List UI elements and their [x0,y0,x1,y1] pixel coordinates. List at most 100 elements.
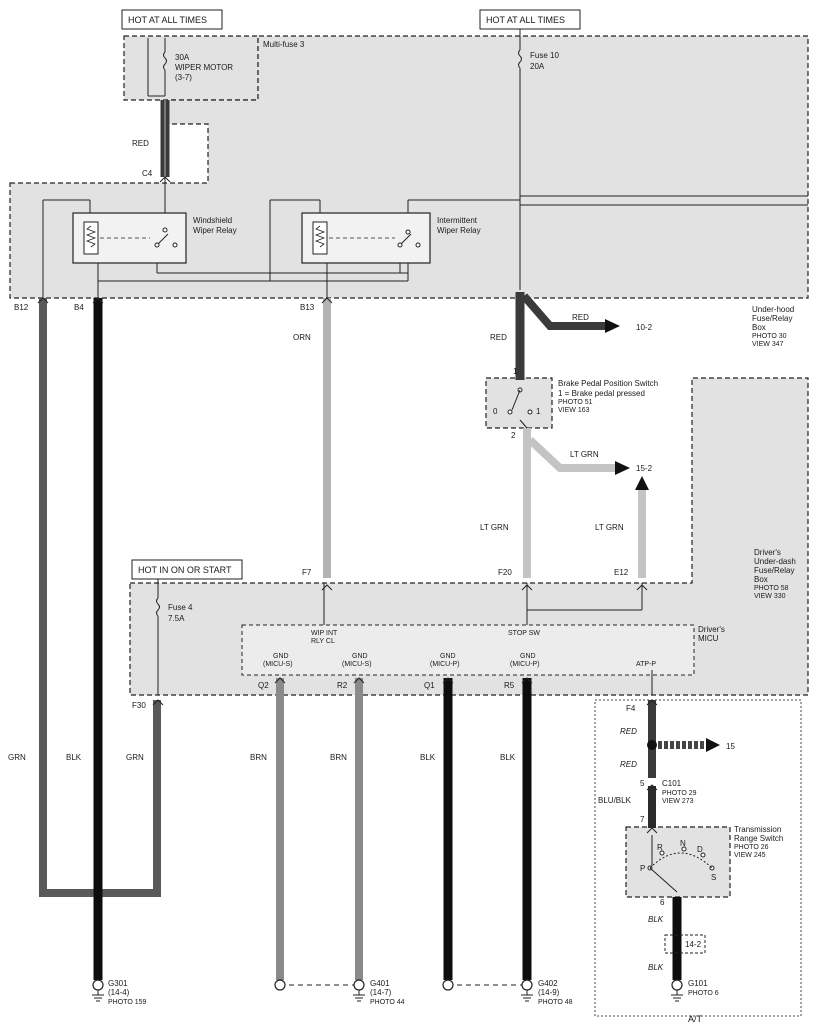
wire-label-blk-b4: BLK [66,753,82,762]
ground-g401: G401 [370,979,390,988]
ref-14-2: 14-2 [685,940,702,949]
micu-wip-2: RLY CL [311,638,335,645]
conn-b13: B13 [300,303,315,312]
intermittent-relay-label-2: Wiper Relay [437,226,481,235]
wire-label-ltgrn-f20: LT GRN [480,523,509,532]
trs-contacts [647,835,715,893]
conn-f4: F4 [626,704,636,713]
fuse4-icon [156,579,160,617]
micu-gnd-q2-sub: (MICU-S) [263,661,293,668]
wire-label-red-f4: RED [620,727,637,736]
wire-label-ltgrn-e12: LT GRN [595,523,624,532]
micu-gnd-r2-sub: (MICU-S) [342,661,372,668]
micu-gnd-q2: GND [273,653,289,660]
trs-pos-r: R [657,843,663,852]
connector-pins [37,176,658,834]
multifuse-fuse-icon [147,38,167,97]
conn-c101: C101 [662,779,682,788]
conn-e12: E12 [614,568,629,577]
wire-label-blk-r5: BLK [500,753,516,762]
multifuse-name: WIPER MOTOR [175,63,233,72]
ground-g402-photo: PHOTO 48 [538,999,573,1006]
brake-pin1: 1 [513,367,518,376]
ground-end-markers [92,979,683,991]
wire-label-ltgrn-branch: LT GRN [570,450,599,459]
wire-label-grn-left: GRN [8,753,26,762]
internal-circuit-lines [42,68,808,695]
ground-g402: G402 [538,979,558,988]
arrow-15-2 [615,461,630,475]
micu-gnd-r5-sub: (MICU-P) [510,661,540,668]
fuse4-name: Fuse 4 [168,603,193,612]
multifuse-ref: (3-7) [175,73,192,82]
trs-pos-d: D [697,845,703,854]
underdash-view: VIEW 330 [754,593,786,600]
underhood-box [9,35,809,299]
trs-label-2: Range Switch [734,834,783,843]
micu-gnd-r5: GND [520,653,536,660]
ground-g402-ref: (14-9) [538,988,560,997]
trs-pos-p: P [640,864,645,873]
fuse4-rating: 7.5A [168,614,185,623]
arrow-e12 [635,476,649,490]
brake-switch-contacts [507,387,533,429]
conn-q2: Q2 [258,681,269,690]
trs-pin5: 5 [640,779,645,788]
trs-pos-n: N [680,839,686,848]
wire-label-blublk: BLU/BLK [598,796,632,805]
trs-label-1: Transmission [734,825,781,834]
arrow-15 [706,738,720,752]
wire-label-brn-r2: BRN [330,753,347,762]
underhood-line2: Fuse/Relay [752,314,792,323]
hot-label-mid: HOT IN ON OR START [138,565,232,575]
fuse10-icon [518,29,522,69]
at-label: A/T [688,1014,703,1024]
ground-g301: G301 [108,979,128,988]
brake-pin2: 2 [511,431,516,440]
wire-label-blk-trs-1: BLK [648,915,664,924]
brake-pos0: 0 [493,407,498,416]
brake-title: Brake Pedal Position Switch [558,379,658,388]
ground-g301-photo: PHOTO 159 [108,999,146,1006]
ground-g401-photo: PHOTO 44 [370,999,405,1006]
windshield-relay-label-1: Windshield [193,216,232,225]
trs-view: VIEW 245 [734,852,766,859]
micu-label-1: Driver's [698,625,725,634]
wire-label-red-fuse10: RED [490,333,507,342]
wire-label-red-branch: RED [572,313,589,322]
underdash-box [129,377,809,696]
brake-photo: PHOTO 51 [558,399,593,406]
conn-c101-view: VIEW 273 [662,798,694,805]
underdash-line3: Fuse/Relay [754,566,794,575]
underdash-line2: Under-dash [754,557,796,566]
conn-c4: C4 [142,169,153,178]
micu-gnd-q1-sub: (MICU-P) [430,661,460,668]
micu-stop-sw: STOP SW [508,630,540,637]
wire-red-branch-10-2 [520,293,605,330]
conn-f20: F20 [498,568,512,577]
conn-r2: R2 [337,681,348,690]
micu-wip-1: WIP INT [311,630,338,637]
underhood-photo: PHOTO 30 [752,333,787,340]
wire-label-red-c101: RED [620,760,637,769]
brake-pos1: 1 [536,407,541,416]
hot-label-left: HOT AT ALL TIMES [128,15,207,25]
intermittent-relay [301,212,431,264]
conn-b12: B12 [14,303,29,312]
underdash-line1: Driver's [754,548,781,557]
ground-g101-photo: PHOTO 6 [688,990,719,997]
trs-box [625,826,731,898]
arrow-10-2 [605,319,620,333]
conn-f7: F7 [302,568,312,577]
brake-switch-box [485,377,553,429]
micu-label-2: MICU [698,634,719,643]
ground-g401-ref: (14-7) [370,988,392,997]
ground-g101: G101 [688,979,708,988]
ref-15: 15 [726,742,735,751]
wire-label-brn-q2: BRN [250,753,267,762]
micu-gnd-q1: GND [440,653,456,660]
at-outline [594,699,802,1017]
wire-label-blk-q1: BLK [420,753,436,762]
wire-label-blk-trs-2: BLK [648,963,664,972]
